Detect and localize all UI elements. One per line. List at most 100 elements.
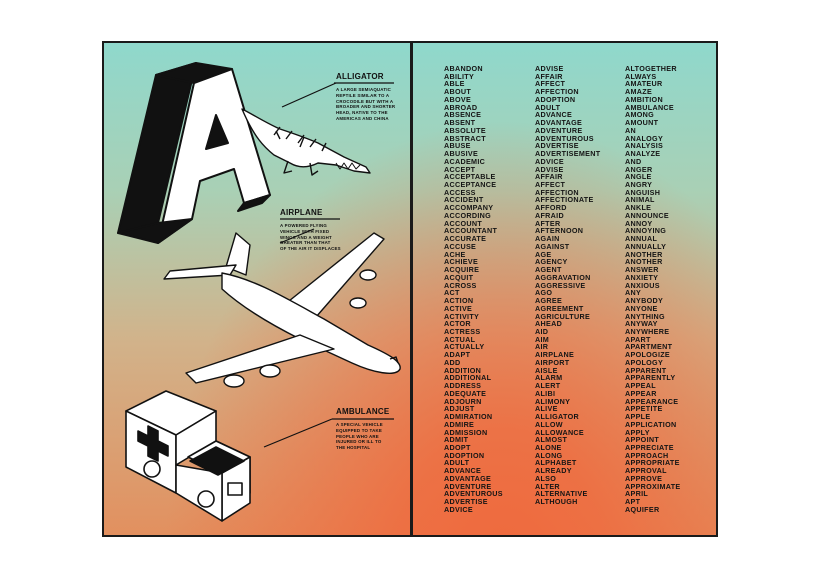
definition-line: BROADER AND SHORTER — [336, 104, 396, 110]
word-list-item: AIM — [535, 334, 550, 344]
word-list-item: APRIL — [625, 489, 649, 499]
word-list-item: AGREEMENT — [535, 303, 584, 313]
word-list-item: ANYTHING — [625, 311, 665, 321]
word-list-item: ADVENTURE — [444, 481, 492, 491]
word-list-item: AIRPORT — [535, 357, 570, 367]
word-list-item: APARTMENT — [625, 342, 673, 352]
word-list-item: ANYBODY — [625, 296, 664, 306]
word-list-item: ADOPTION — [444, 450, 485, 460]
word-list-item: APART — [625, 334, 651, 344]
word-list-item: ACCOMPANY — [444, 203, 494, 213]
word-list-item: AMAZE — [625, 87, 653, 97]
word-list-item: APPARENTLY — [625, 373, 676, 383]
word-list-item: ABILITY — [444, 71, 475, 81]
word-list-item: AMBULANCE — [625, 102, 675, 112]
definition-line: PEOPLE WHO ARE — [336, 433, 379, 439]
word-list-item: AGAIN — [535, 234, 560, 244]
word-list-item: AID — [535, 326, 549, 336]
word-list-item: ACTUALLY — [444, 342, 485, 352]
word-list-item: ACCIDENT — [444, 195, 484, 205]
word-list-item: AFFECTION — [535, 87, 579, 97]
word-list-item: ACROSS — [444, 280, 477, 290]
word-list-item: ALIMONY — [535, 396, 571, 406]
word-list-item: ANXIOUS — [625, 280, 660, 290]
word-list-item: ADEQUATE — [444, 388, 487, 398]
word-list-item: APPLE — [625, 412, 651, 422]
word-list-item: ABOUT — [444, 87, 472, 97]
word-list-item: ALTERNATIVE — [535, 489, 588, 499]
word-list-item: AFTERNOON — [535, 226, 584, 236]
word-list-item: AGO — [535, 288, 553, 298]
word-list-item: AFFECTIONATE — [535, 195, 594, 205]
word-list-item: ALTOGETHER — [625, 64, 677, 73]
word-list-item: ABSENCE — [444, 110, 482, 120]
word-list-item: ADD — [444, 357, 461, 367]
word-list-item: ADDITIONAL — [444, 373, 492, 383]
entry-title-airplane: AIRPLANE — [280, 208, 323, 217]
word-list-item: APPROVAL — [625, 466, 667, 476]
word-list-item: AFFORD — [535, 203, 567, 213]
word-list-item: ALONE — [535, 442, 562, 452]
word-list-item: AND — [625, 156, 642, 166]
word-list-item: APPLY — [625, 427, 650, 437]
word-list-item: ANALYZE — [625, 149, 661, 159]
word-list-item: AGRICULTURE — [535, 311, 591, 321]
word-list-item: ABLE — [444, 79, 465, 89]
word-list-item: ADVANTAGE — [444, 473, 492, 483]
word-list-item: ADMIRATION — [444, 412, 493, 422]
word-list-item: ANY — [625, 288, 642, 298]
word-list-item: ACQUIT — [444, 272, 474, 282]
left-page: ALLIGATOR A LARGE SEMIAQUATIC REPTILE SI… — [104, 43, 410, 535]
word-list-item: ALREADY — [535, 466, 572, 476]
definition-line: OF THE AIR IT DISPLACES — [280, 246, 341, 252]
definition-line: HEAD, NATIVE TO THE — [336, 110, 388, 116]
word-list-item: ANXIETY — [625, 272, 659, 282]
word-list-item: ADVENTURE — [535, 125, 583, 135]
word-list-item: AMBITION — [625, 94, 663, 104]
word-list-item: ADVICE — [535, 156, 564, 166]
word-list-item: ACHE — [444, 249, 466, 259]
word-list-item: AFFAIR — [535, 71, 563, 81]
word-list-item: ACCOUNT — [444, 218, 483, 228]
word-list-item: ANALYSIS — [625, 141, 664, 151]
word-list-item: ANYWAY — [625, 319, 658, 329]
word-list-item: ADAPT — [444, 350, 471, 360]
entry-definition-airplane: A POWERED FLYING VEHICLE WITH FIXED WING… — [280, 223, 370, 252]
word-list-item: AGENT — [535, 265, 562, 275]
word-list-item: ADDITION — [444, 365, 482, 375]
word-list-item: ALONG — [535, 450, 563, 460]
definition-line: A LARGE SEMIAQUATIC — [336, 87, 392, 92]
word-list-item: ACTIVE — [444, 303, 473, 313]
word-list-item: ANNOY — [625, 218, 653, 228]
definition-line: INJURED OR ILL TO — [336, 439, 382, 445]
word-list-item: ANGER — [625, 164, 653, 174]
word-list-item: APPARENT — [625, 365, 667, 375]
word-list-item: ADVISE — [535, 164, 564, 174]
definition-line: AMERICAS AND CHINA — [336, 115, 389, 121]
word-list-item: AMATEUR — [625, 79, 663, 89]
alligator-pointer-line — [281, 82, 337, 108]
definition-line: VEHICLE WITH FIXED — [280, 228, 330, 234]
word-list-item: ADVERTISE — [444, 497, 488, 507]
word-list-item: ANOTHER — [625, 257, 663, 267]
word-list-item: APT — [625, 497, 641, 507]
word-list-item: ADVISE — [535, 64, 564, 73]
word-list-item: ADMIRE — [444, 419, 475, 429]
word-list-item: ADOPTION — [535, 94, 576, 104]
word-list-item: ADMIT — [444, 435, 469, 445]
airplane-pointer-line — [279, 228, 315, 244]
word-list-item: ANNOUNCE — [625, 210, 669, 220]
word-list-item: ACTRESS — [444, 326, 481, 336]
word-list-item: ADOPT — [444, 442, 471, 452]
definition-line: THE HOSPITAL — [336, 445, 371, 451]
word-list-item: ALARM — [535, 373, 563, 383]
word-list-item: ADVENTUROUS — [444, 489, 503, 499]
entry-definition-ambulance: A SPECIAL VEHICLE EQUIPPED TO TAKE PEOPL… — [336, 422, 411, 451]
word-list-item: APPETITE — [625, 404, 663, 414]
entry-title-alligator: ALLIGATOR — [336, 72, 384, 81]
word-list-item: ANYONE — [625, 303, 658, 313]
word-list-item: ACCURATE — [444, 234, 487, 244]
word-list-item: APPEAL — [625, 381, 656, 391]
word-list-item: ACCESS — [444, 187, 476, 197]
